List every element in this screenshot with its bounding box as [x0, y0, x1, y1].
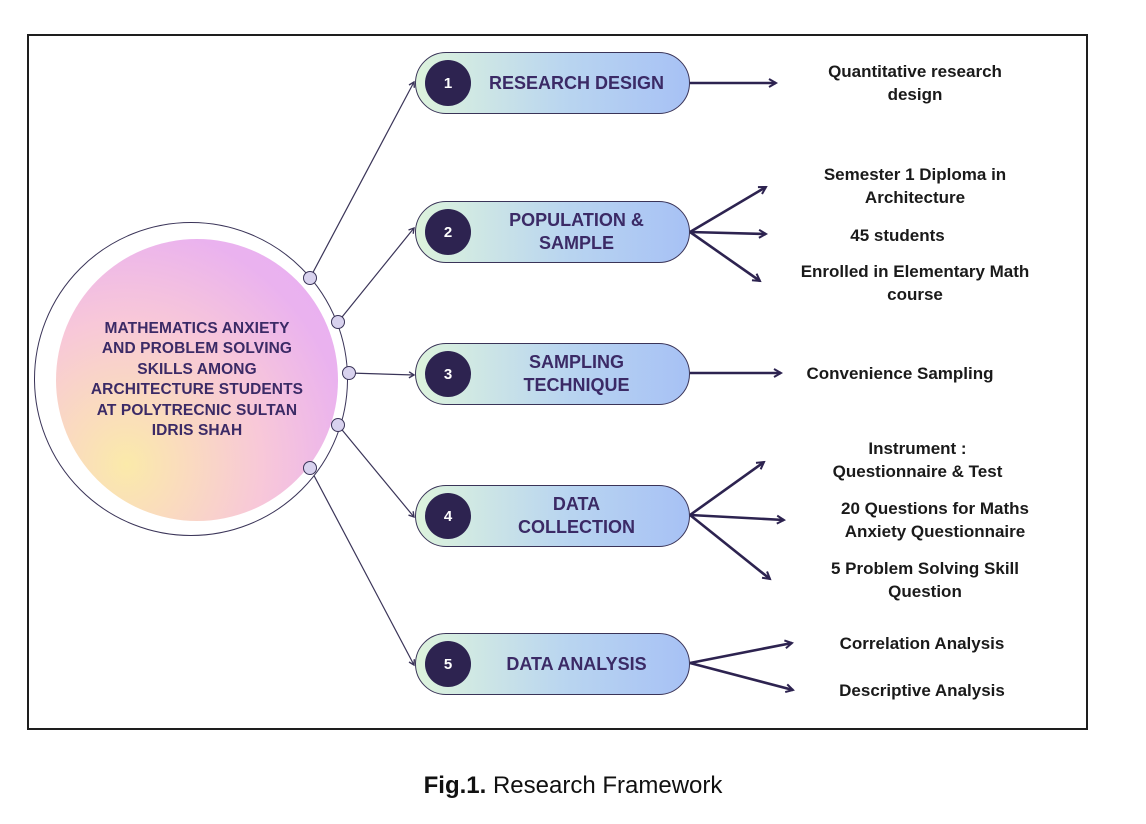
arrow-step-5-out-2: [689, 661, 793, 690]
hub-port-5: [303, 461, 317, 475]
arrow-step-4-out-3: [689, 513, 770, 579]
hub-port-2: [331, 315, 345, 329]
step-2-output-2: 45 students: [850, 226, 945, 245]
hub-port-3: [342, 366, 356, 380]
arrow-step-4-out-1: [689, 462, 764, 517]
arrow-step-4-out-2: [689, 513, 784, 520]
figure-caption: Fig.1. Research Framework: [0, 772, 1146, 800]
step-4-output-3: 5 Problem Solving Skill Question: [831, 559, 1019, 601]
arrow-step-2-out-3: [689, 230, 760, 281]
step-3-number: 3: [425, 351, 471, 397]
link-hub-step-4: [337, 424, 415, 519]
step-2-output-1: Semester 1 Diploma in Architecture: [823, 165, 1007, 207]
link-hub-step-3: [348, 371, 416, 379]
hub-port-1: [303, 271, 317, 285]
step-1-pill: 1 RESEARCH DESIGN: [415, 52, 690, 114]
arrow-step-5-out-1: [689, 643, 792, 665]
step-5-pill: 5 DATA ANALYSIS: [415, 633, 690, 695]
step-2-label: POPULATION & SAMPLE: [509, 210, 644, 253]
step-1-output-1: Quantitative research design: [828, 62, 1002, 104]
caption-prefix: Fig.1.: [423, 772, 487, 799]
link-hub-step-1: [309, 80, 416, 279]
step-4-number: 4: [425, 493, 471, 539]
diagram-frame: [27, 34, 1088, 730]
arrow-step-2-out-2: [689, 232, 766, 234]
arrow-step-2-out-1: [689, 185, 766, 234]
step-4-label: DATA COLLECTION: [518, 494, 635, 537]
caption-text: Research Framework: [492, 772, 723, 799]
step-2-output-3: Enrolled in Elementary Math course: [800, 262, 1030, 304]
hub-circle: MATHEMATICS ANXIETY AND PROBLEM SOLVING …: [56, 239, 338, 521]
step-1-label: RESEARCH DESIGN: [488, 72, 665, 93]
hub-port-4: [331, 418, 345, 432]
link-hub-step-5: [309, 467, 416, 667]
step-3-pill: 3 SAMPLING TECHNIQUE: [415, 343, 690, 405]
step-2-pill: 2 POPULATION & SAMPLE: [415, 201, 690, 263]
step-3-output-1: Convenience Sampling: [806, 364, 994, 383]
step-5-number: 5: [425, 641, 471, 687]
step-5-output-2: Descriptive Analysis: [839, 681, 1005, 700]
link-hub-step-2: [337, 226, 415, 323]
step-4-pill: 4 DATA COLLECTION: [415, 485, 690, 547]
step-3-label: SAMPLING TECHNIQUE: [523, 352, 630, 395]
step-5-label: DATA ANALYSIS: [506, 653, 647, 674]
step-4-output-2: 20 Questions for Maths Anxiety Questionn…: [841, 499, 1029, 541]
hub-title: MATHEMATICS ANXIETY AND PROBLEM SOLVING …: [90, 319, 304, 440]
step-1-number: 1: [425, 60, 471, 106]
step-2-number: 2: [425, 209, 471, 255]
step-5-output-1: Correlation Analysis: [839, 634, 1005, 653]
step-4-output-1: Instrument : Questionnaire & Test: [832, 439, 1003, 481]
